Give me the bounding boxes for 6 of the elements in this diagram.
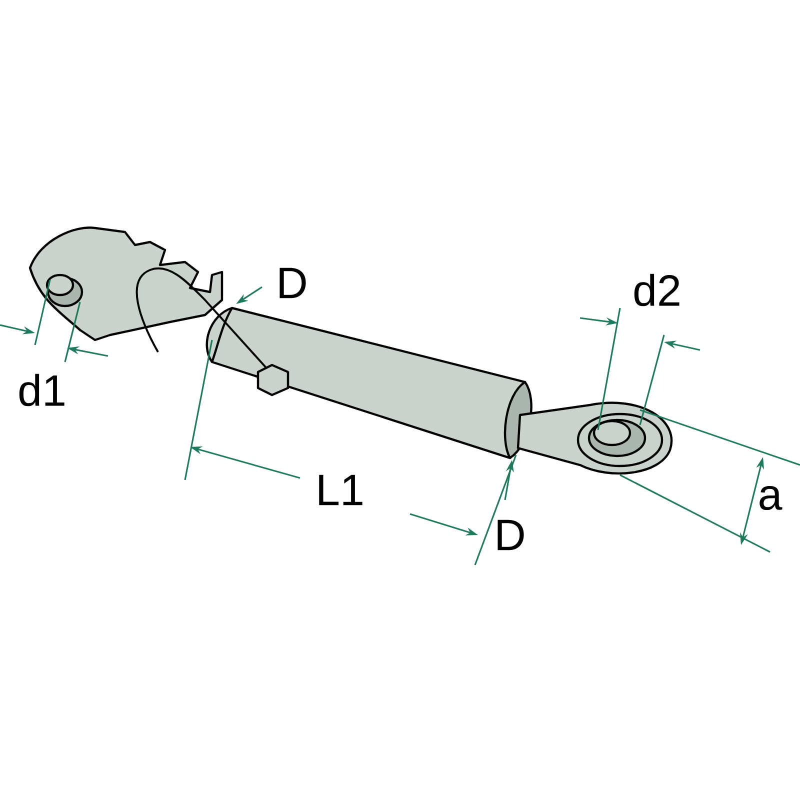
dimension-label: D [280, 268, 306, 298]
dimension-label: d2 [634, 274, 680, 306]
dimension-label: D [498, 520, 524, 550]
dimension-label: d1 [19, 374, 64, 406]
dimension-label: L1 [319, 474, 362, 506]
dimension-label: a [760, 486, 782, 510]
